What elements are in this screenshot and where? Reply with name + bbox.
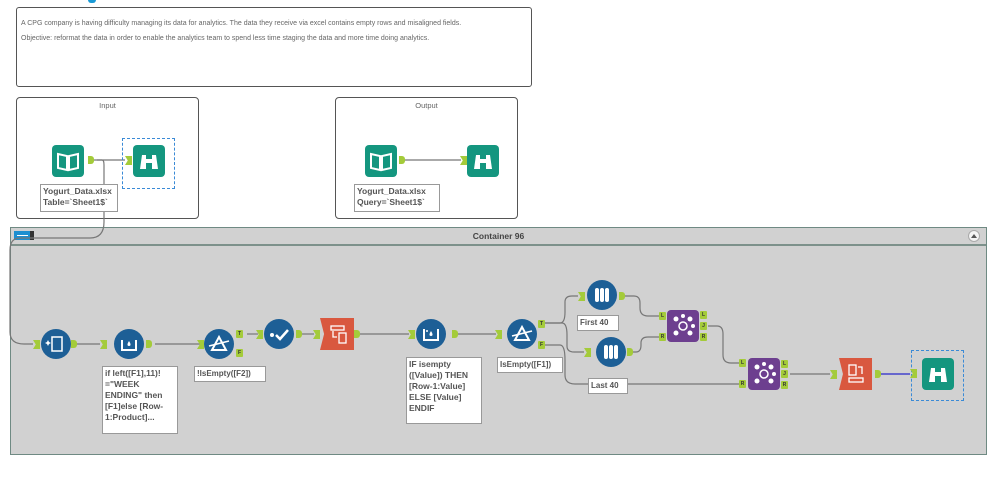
true-anchor[interactable]: T [236, 330, 243, 338]
caption-line: Yogurt_Data.xlsx [43, 186, 112, 196]
sample-icon [604, 345, 618, 359]
book-icon [57, 152, 79, 172]
right-output-anchor[interactable]: R [781, 381, 788, 389]
container-header[interactable]: Container 96 [11, 228, 986, 246]
input-anchor[interactable] [830, 370, 837, 379]
right-input-anchor[interactable]: R [739, 380, 746, 388]
output-anchor[interactable] [627, 348, 633, 356]
input-anchor[interactable] [578, 292, 585, 301]
input-anchor[interactable] [313, 330, 320, 339]
filter-icon [208, 334, 230, 351]
join-tool[interactable] [667, 310, 699, 342]
output-anchor[interactable] [88, 156, 94, 164]
input-anchor[interactable] [33, 340, 40, 349]
binoculars-icon [140, 155, 158, 169]
selection-box [911, 350, 964, 401]
true-anchor[interactable]: T [538, 320, 545, 328]
sample-last-caption: Last 40 [588, 378, 628, 394]
output-tool-caption: Yogurt_Data.xlsx Query=`Sheet1$` [354, 184, 440, 212]
multi-row-formula-icon [423, 329, 439, 341]
join-tool[interactable] [748, 358, 780, 390]
sample-first-tool[interactable] [587, 280, 617, 310]
browse-tool[interactable] [922, 358, 954, 390]
filter-icon [511, 324, 533, 341]
input-anchor[interactable] [910, 369, 917, 378]
browse-tool[interactable] [467, 145, 499, 177]
filter-caption: IsEmpty([F1]) [497, 357, 563, 373]
join-icon [754, 362, 776, 384]
cross-tab-tool[interactable] [839, 358, 872, 390]
data-cleansing-icon [45, 336, 63, 352]
input-anchor[interactable] [495, 330, 502, 339]
false-anchor[interactable]: F [236, 349, 243, 357]
transpose-icon [330, 325, 347, 344]
caption-line: Yogurt_Data.xlsx [357, 186, 426, 196]
output-anchor[interactable] [875, 370, 881, 378]
cross-tab-icon [848, 364, 864, 383]
select-tool[interactable] [264, 319, 294, 349]
comment-box[interactable]: A CPG company is having difficulty manag… [16, 7, 532, 87]
input-anchor[interactable] [256, 330, 263, 339]
multi-row-formula-tool[interactable] [416, 319, 446, 349]
container-title: Container 96 [472, 231, 525, 241]
caption-line: Table=`Sheet1$` [43, 197, 108, 207]
transpose-tool[interactable] [320, 318, 354, 350]
false-anchor[interactable]: F [538, 341, 545, 349]
input-data-tool[interactable] [52, 145, 84, 177]
chevron-up-icon[interactable] [968, 230, 980, 242]
input-anchor[interactable] [408, 330, 415, 339]
right-input-anchor[interactable]: R [659, 333, 666, 341]
formula-tool[interactable] [114, 329, 144, 359]
multi-row-formula-caption: IF isempty ([Value]) THEN [Row-1:Value] … [406, 357, 482, 424]
selection-box [122, 138, 175, 189]
filter-tool[interactable] [507, 319, 537, 349]
left-input-anchor[interactable]: L [659, 312, 666, 320]
input-anchor[interactable] [100, 340, 107, 349]
sample-last-tool[interactable] [596, 337, 626, 367]
output-anchor[interactable] [619, 292, 625, 300]
left-output-anchor[interactable]: L [781, 360, 788, 368]
filter-tool[interactable] [204, 329, 234, 359]
left-output-anchor[interactable]: L [700, 311, 707, 319]
title-remnant [88, 0, 96, 3]
output-anchor[interactable] [399, 156, 405, 164]
input-anchor[interactable] [197, 340, 204, 349]
join-output-anchor[interactable]: J [781, 370, 788, 378]
right-output-anchor[interactable]: R [700, 333, 707, 341]
data-cleansing-tool[interactable] [41, 329, 71, 359]
input-anchor[interactable] [125, 156, 132, 165]
output-anchor[interactable] [452, 330, 458, 338]
input-data-tool[interactable] [365, 145, 397, 177]
join-output-anchor[interactable]: J [700, 322, 707, 330]
input-container-title: Input [99, 101, 116, 110]
output-anchor[interactable] [146, 340, 152, 348]
left-input-anchor[interactable]: L [739, 359, 746, 367]
input-anchor[interactable] [460, 156, 467, 165]
formula-caption: if left([F1],11)! ="WEEK ENDING" then [F… [102, 366, 178, 434]
input-anchor[interactable] [584, 348, 591, 357]
binoculars-icon [474, 155, 492, 169]
filter-caption: !IsEmpty([F2]) [194, 366, 266, 382]
output-anchor[interactable] [71, 340, 77, 348]
output-anchor[interactable] [354, 330, 360, 338]
input-tool-caption: Yogurt_Data.xlsx Table=`Sheet1$` [40, 184, 118, 212]
browse-tool[interactable] [133, 145, 165, 177]
join-icon [673, 314, 695, 336]
output-container-title: Output [415, 101, 438, 110]
output-anchor[interactable] [296, 330, 302, 338]
comment-text-objective: Objective: reformat the data in order to… [21, 35, 430, 42]
select-icon [270, 329, 289, 341]
comment-text-problem: A CPG company is having difficulty manag… [21, 20, 462, 27]
binoculars-icon [929, 368, 947, 382]
sample-first-caption: First 40 [577, 315, 619, 331]
formula-icon [121, 340, 137, 351]
sample-icon [595, 288, 609, 302]
book-icon [370, 152, 392, 172]
caption-line: Query=`Sheet1$` [357, 197, 425, 207]
